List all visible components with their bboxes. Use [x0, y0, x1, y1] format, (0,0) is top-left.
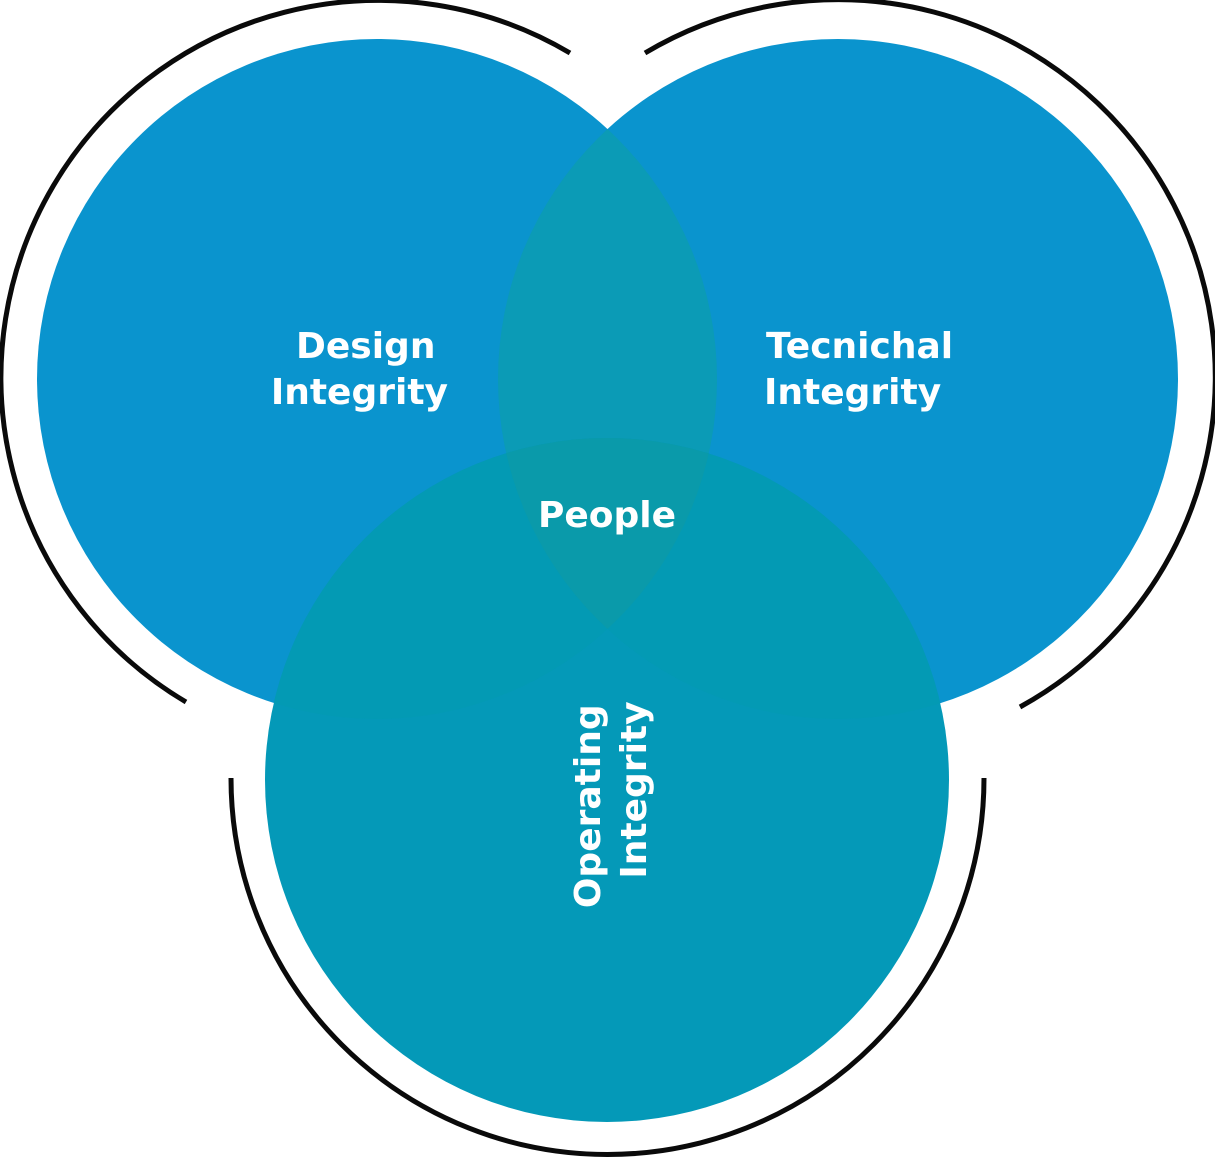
design-integrity-label: Design Integrity: [271, 326, 448, 413]
design-integrity-label-line2: Integrity: [271, 372, 448, 413]
technical-integrity-label: Tecnichal Integrity: [764, 326, 966, 413]
people-label: People: [538, 495, 676, 536]
svg-text:Operating Integrity: Operating Integrity: [568, 692, 655, 908]
technical-integrity-label-line2: Integrity: [764, 372, 941, 413]
design-integrity-label-line1: Design: [296, 326, 435, 367]
overlap-design-operating: [265, 438, 717, 719]
operating-integrity-label: Operating Integrity: [568, 692, 655, 908]
outline-arc-left: [0, 0, 572, 705]
operating-integrity-label-line1: Operating: [568, 704, 609, 908]
outline-arc-right: [643, 0, 1215, 710]
overlap-technical-operating: [498, 438, 949, 719]
technical-integrity-label-line1: Tecnichal: [766, 326, 953, 367]
outline-arc-bottom: [228, 777, 987, 1157]
operating-integrity-label-line2: Integrity: [614, 701, 655, 878]
